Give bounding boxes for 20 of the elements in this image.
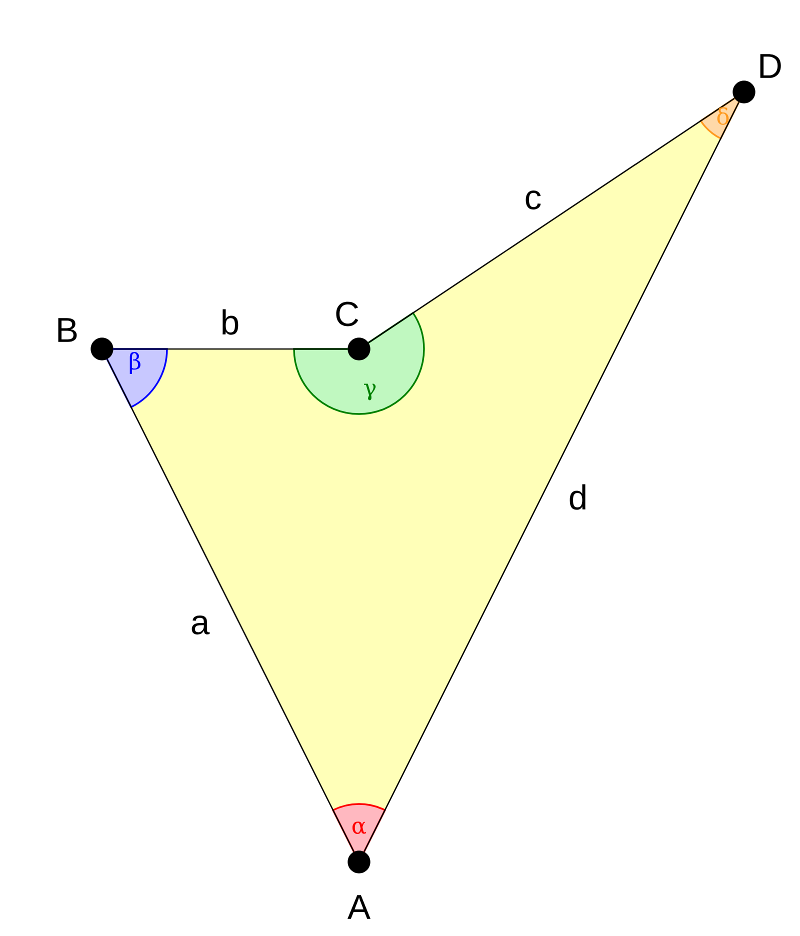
side-label: c (526, 190, 541, 210)
vertex-label: D (760, 54, 781, 78)
side-line (368, 98, 735, 344)
vertex-point (348, 338, 370, 360)
vertex-point (348, 850, 370, 874)
vertex-label: A (348, 895, 370, 919)
side-label: b (222, 309, 238, 335)
side-label: d (570, 484, 586, 510)
angle-label: δ (717, 107, 729, 125)
side-line (364, 102, 740, 852)
side-line (114, 348, 348, 350)
angle-label: α (352, 822, 366, 834)
side-label: a (192, 616, 210, 634)
vertex-point (90, 338, 114, 360)
side-line (106, 359, 354, 852)
vertex-label: B (58, 318, 77, 342)
vertex-label: C (336, 302, 358, 326)
vertex-point (732, 80, 756, 104)
angle-label: β (130, 352, 140, 374)
angle-label: γ (364, 384, 376, 400)
